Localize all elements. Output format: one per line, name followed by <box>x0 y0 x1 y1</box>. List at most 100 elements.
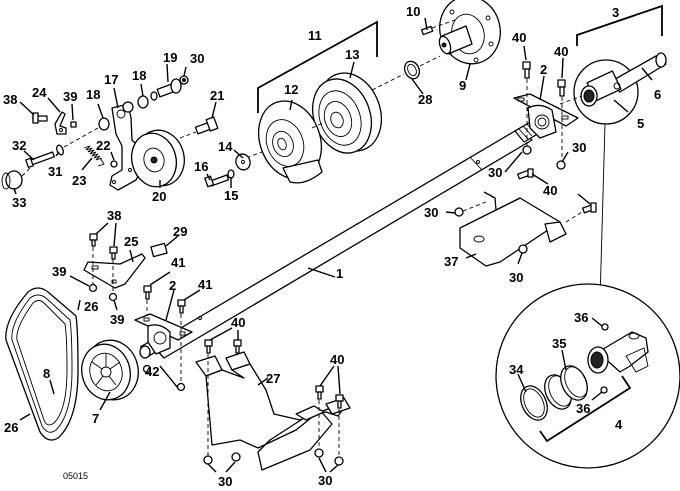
bolt-21 <box>179 116 219 139</box>
nut-39-top <box>70 121 77 128</box>
callout-30-bearing-right: 30 <box>572 140 586 155</box>
nut-30-b27-4 <box>334 456 344 466</box>
bolt-40-br2 <box>557 79 566 160</box>
nut-30-b27-2 <box>231 452 241 462</box>
nut-39-left <box>88 283 98 293</box>
nut-39-bottom <box>108 292 118 302</box>
bolt-38-top <box>32 112 48 124</box>
callout-24: 24 <box>32 85 47 100</box>
callout-29: 29 <box>173 224 187 239</box>
callout-38-mid: 38 <box>107 208 121 223</box>
callout-42: 42 <box>145 364 159 379</box>
callout-12: 12 <box>284 82 298 97</box>
callout-22: 22 <box>96 138 110 153</box>
callout-26-upper: 26 <box>84 299 98 314</box>
callout-21: 21 <box>210 88 224 103</box>
bolt-32 <box>25 127 99 169</box>
callout-2-right: 2 <box>540 62 547 77</box>
bearing-2-left <box>134 313 193 355</box>
idler-pulley-20 <box>130 129 185 188</box>
figure-id: 05015 <box>63 471 88 481</box>
clutch-armature-12 <box>239 100 326 184</box>
callout-9: 9 <box>459 78 466 93</box>
nut-30-top <box>179 75 189 85</box>
nut-30-br2 <box>556 160 566 170</box>
bolt-40-b27-3 <box>315 385 324 450</box>
callout-1: 1 <box>336 266 343 281</box>
callout-40-bracket27-left: 40 <box>231 315 245 330</box>
callout-20: 20 <box>152 189 166 204</box>
callout-40-bracket27-right: 40 <box>330 352 344 367</box>
nut-30-br1 <box>522 145 532 155</box>
snap-rings-35 <box>544 365 588 410</box>
detail-circle <box>495 283 680 469</box>
callout-40-bracket37: 40 <box>543 183 557 198</box>
nut-30-b27-1 <box>203 455 213 465</box>
flange-hub <box>438 0 501 65</box>
washer-14 <box>235 153 251 171</box>
u-joint-assembly <box>559 52 667 125</box>
callout-27: 27 <box>266 371 280 386</box>
callout-30-bracket37-left: 30 <box>424 205 438 220</box>
bolt-41-right <box>177 299 186 382</box>
lockwasher-15 <box>227 169 235 179</box>
retaining-ring <box>371 55 441 91</box>
callout-39-top: 39 <box>63 89 77 104</box>
bracket-3 <box>576 4 663 46</box>
bolt-38-right <box>109 246 118 292</box>
callout-8: 8 <box>43 366 50 381</box>
bolt-16 <box>204 174 230 188</box>
nut-30-b37-left <box>454 201 487 217</box>
callout-30-bracket37-bottom: 30 <box>509 270 523 285</box>
yoke-4 <box>587 331 649 374</box>
callout-41-left: 41 <box>171 255 185 270</box>
bolt-41-left <box>143 285 152 315</box>
bolt-40-b27-1 <box>204 339 213 457</box>
bolt-40-b37-2 <box>565 202 597 223</box>
callout-30-bracket27-left: 30 <box>218 474 232 489</box>
ball-36-top <box>601 323 609 331</box>
callout-41-right: 41 <box>198 277 212 292</box>
ball-36-bottom <box>600 386 608 394</box>
callout-32: 32 <box>12 138 26 153</box>
callout-35: 35 <box>552 336 566 351</box>
callout-10: 10 <box>406 4 420 19</box>
callout-28: 28 <box>418 92 432 107</box>
callout-25: 25 <box>124 234 138 249</box>
drive-pulley-7 <box>81 339 139 401</box>
bracket-27 <box>195 351 351 471</box>
nut-42-left <box>142 364 152 374</box>
detail-pointer-line <box>599 123 606 301</box>
callout-6: 6 <box>654 87 661 102</box>
callout-5: 5 <box>637 116 644 131</box>
callout-18-right: 18 <box>132 68 146 83</box>
callout-30-bracket27-right: 30 <box>318 473 332 488</box>
callout-36-top: 36 <box>574 310 588 325</box>
callout-34: 34 <box>509 362 524 377</box>
bracket-37 <box>459 191 567 267</box>
callout-33: 33 <box>12 195 26 210</box>
bracket-24 <box>54 111 67 135</box>
callout-3: 3 <box>612 5 619 20</box>
spacer-18-right <box>137 91 158 109</box>
spring-23 <box>83 145 105 167</box>
nut-30-b27-3 <box>314 448 324 458</box>
callout-labels: 1 2 2 3 4 5 6 7 8 9 10 11 12 13 14 15 16… <box>3 4 661 489</box>
callout-38-top: 38 <box>3 92 17 107</box>
bracket-4 <box>539 375 632 443</box>
callout-31: 31 <box>48 164 62 179</box>
callout-26-lower: 26 <box>4 420 18 435</box>
seal-34 <box>520 385 548 421</box>
leader-lines <box>13 17 653 473</box>
bushing-19 <box>156 78 182 98</box>
callout-13: 13 <box>345 47 359 62</box>
callout-39-left: 39 <box>52 264 66 279</box>
callout-39-bottom: 39 <box>110 312 124 327</box>
callout-19: 19 <box>163 50 177 65</box>
bolt-40-b27-2 <box>233 339 242 354</box>
callout-11: 11 <box>308 28 322 43</box>
callout-16: 16 <box>194 159 208 174</box>
nut-30-b37-bottom <box>518 244 528 254</box>
idler-arm-17 <box>109 101 141 191</box>
